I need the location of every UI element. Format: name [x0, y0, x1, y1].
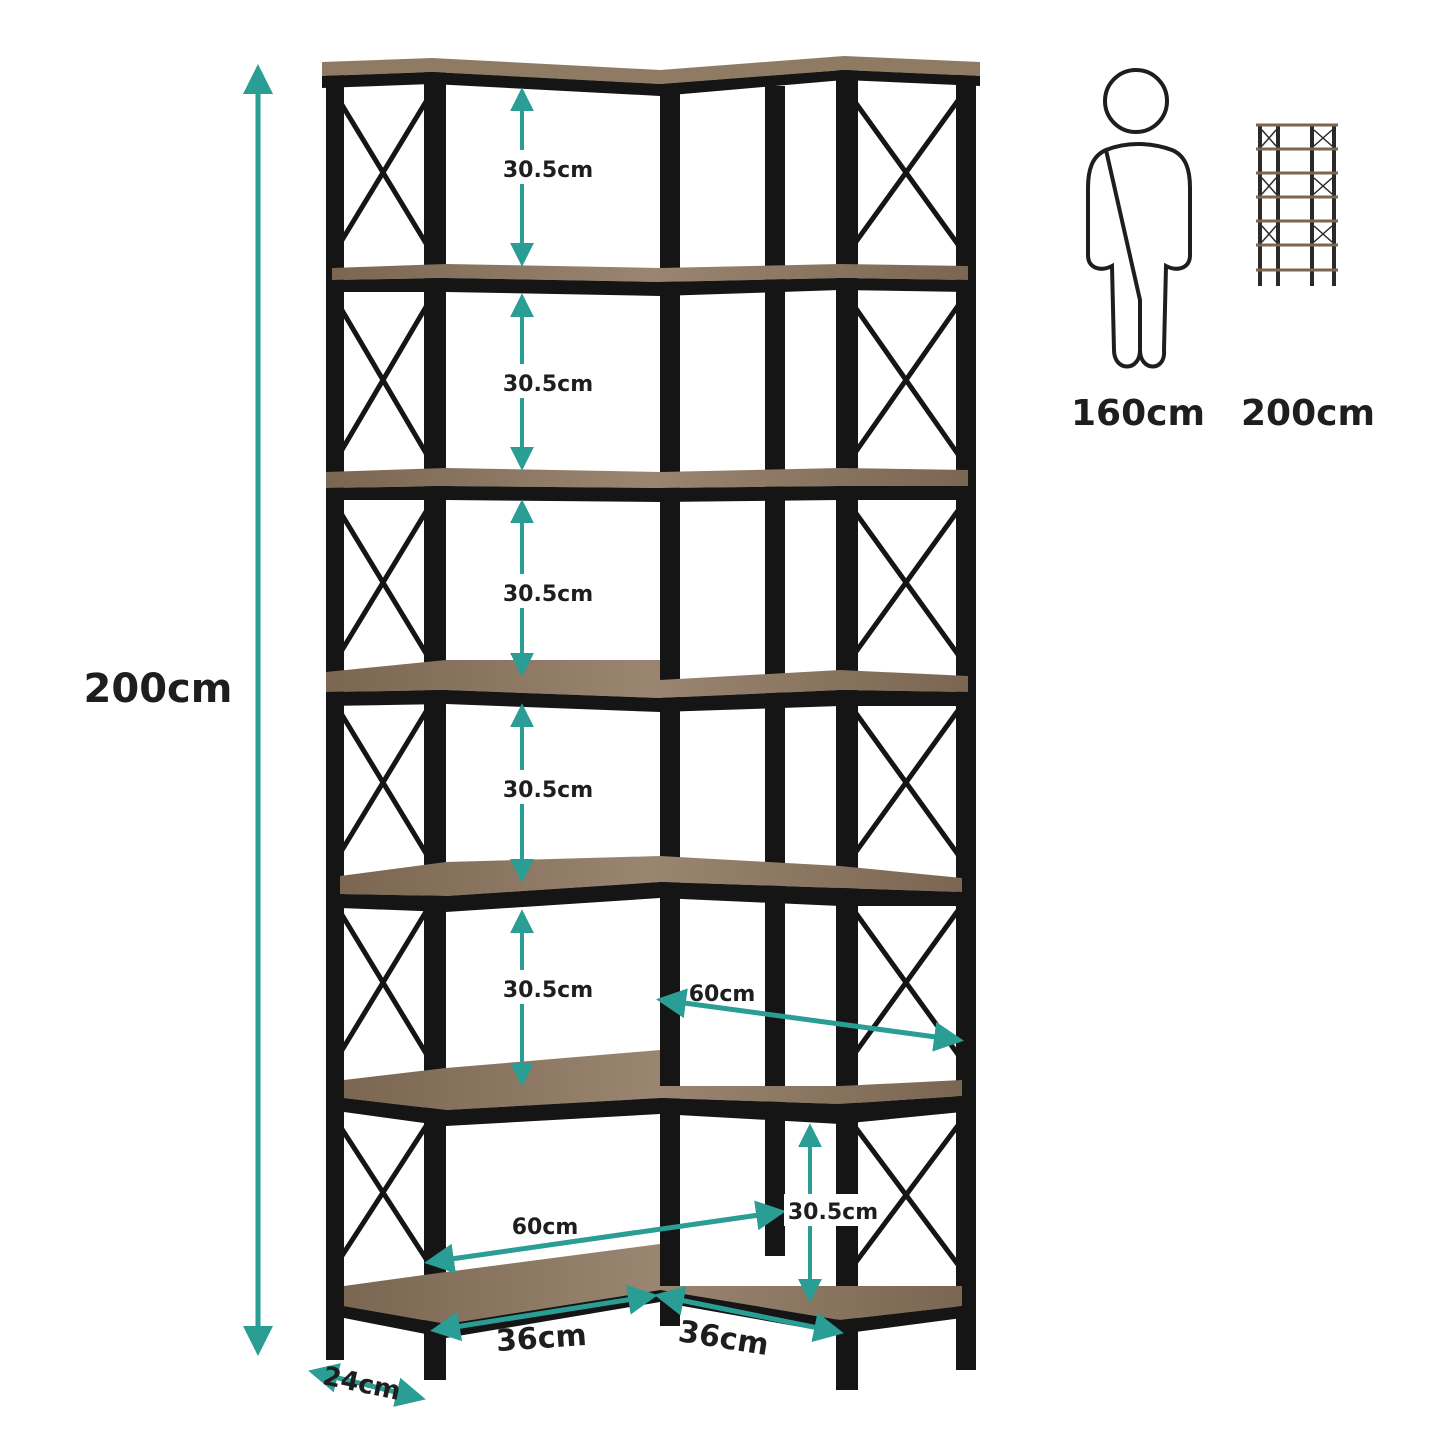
- shelf-5: [344, 1050, 962, 1126]
- right-rear-post: [956, 70, 976, 1370]
- width-arrow-upper: [656, 988, 964, 1052]
- shelf-1: [332, 264, 968, 296]
- label-gap-6: 30.5cm: [788, 1200, 878, 1225]
- dimension-lines: [243, 64, 964, 1407]
- inner-arrow-right: [654, 1286, 844, 1342]
- width-arrow-lower: [424, 1200, 786, 1274]
- label-width-upper: 60cm: [689, 982, 756, 1007]
- back-post-right: [765, 86, 785, 1256]
- shelf-4: [340, 856, 962, 912]
- label-total-height: 200cm: [84, 666, 233, 712]
- gap-label-bg: [496, 150, 880, 1226]
- corner-bookshelf: [322, 56, 980, 1390]
- person-icon: [1086, 68, 1192, 369]
- label-person-height: 160cm: [1071, 393, 1205, 434]
- label-gap-2: 30.5cm: [503, 372, 593, 397]
- label-gap-5: 30.5cm: [503, 978, 593, 1003]
- label-gap-3: 30.5cm: [503, 582, 593, 607]
- left-x-braces: [333, 93, 433, 1267]
- shelf-2: [326, 468, 968, 502]
- shelf-top: [322, 56, 980, 96]
- label-width-lower: 60cm: [512, 1215, 579, 1240]
- inner-arrow-left: [430, 1284, 658, 1342]
- left-rear-post: [326, 70, 344, 1360]
- label-depth: 24cm: [320, 1361, 403, 1407]
- right-x-braces: [847, 93, 965, 1272]
- label-inner-left: 36cm: [495, 1318, 588, 1359]
- height-comparison: 160cm 200cm: [1071, 68, 1375, 434]
- dimension-labels: 200cm 24cm 30.5cm 30.5cm 30.5cm 30.5cm 3…: [84, 150, 880, 1407]
- label-gap-4: 30.5cm: [503, 778, 593, 803]
- left-front-post: [424, 70, 446, 1380]
- shelf-3: [326, 660, 968, 712]
- label-shelf-height: 200cm: [1241, 393, 1375, 434]
- label-gap-1: 30.5cm: [503, 158, 593, 183]
- label-inner-right: 36cm: [676, 1314, 771, 1363]
- depth-arrow: [308, 1363, 426, 1407]
- mini-shelf-icon: [1256, 123, 1338, 286]
